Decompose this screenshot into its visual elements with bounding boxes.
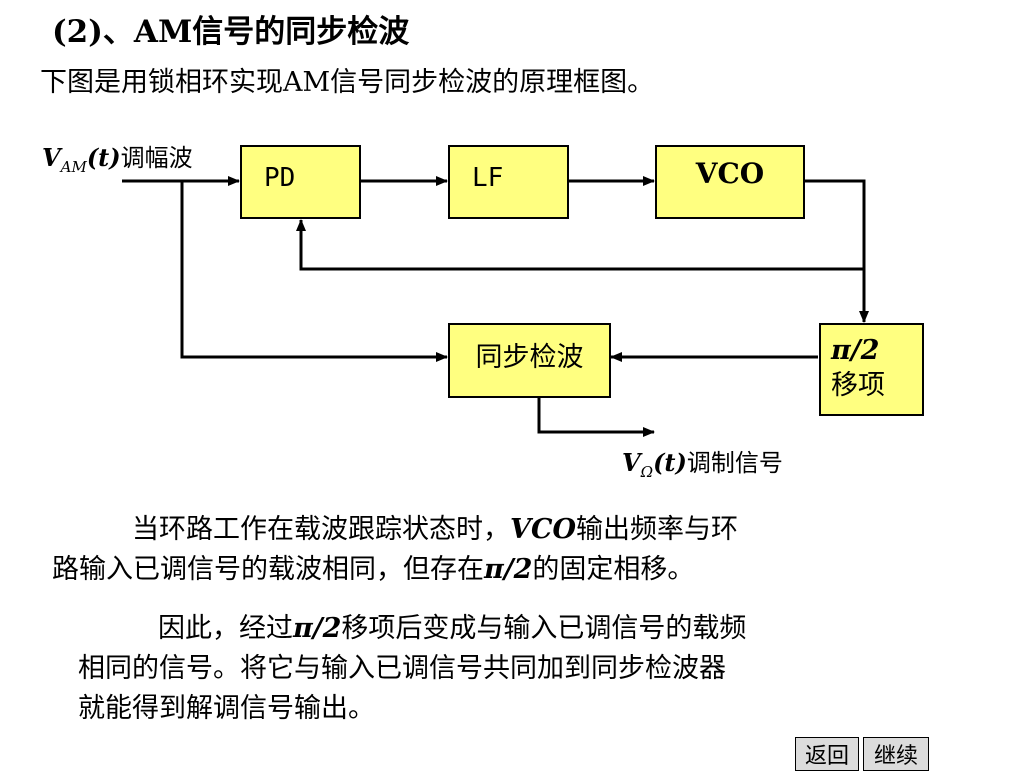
paragraph-2: 因此，经过π/2移项后变成与输入已调信号的载频 相同的信号。将它与输入已调信号共…	[78, 613, 747, 724]
input-label: VAM(t)调幅波	[42, 143, 193, 176]
input-branch-line	[180, 181, 448, 362]
intro-text: 下图是用锁相环实现AM信号同步检波的原理框图。	[40, 67, 655, 98]
lf-block: LF	[448, 145, 569, 219]
output-label: VΩ(t)调制信号	[622, 448, 783, 481]
output-line	[537, 397, 655, 437]
vco-output-line	[805, 179, 869, 323]
phase-shift-block: π/2 移项	[819, 323, 924, 416]
paragraph-1: 当环路工作在载波跟踪状态时，VCO输出频率与环 路输入已调信号的载波相同，但存在…	[52, 514, 738, 585]
back-button[interactable]: 返回	[795, 737, 859, 771]
pd-block: PD	[240, 145, 361, 219]
vco-block: VCO	[655, 145, 805, 219]
feedback-line	[296, 219, 864, 271]
page-title: (2)、AM信号的同步检波	[52, 14, 410, 50]
sync-detector-block: 同步检波	[448, 323, 611, 398]
continue-button[interactable]: 继续	[863, 737, 929, 771]
